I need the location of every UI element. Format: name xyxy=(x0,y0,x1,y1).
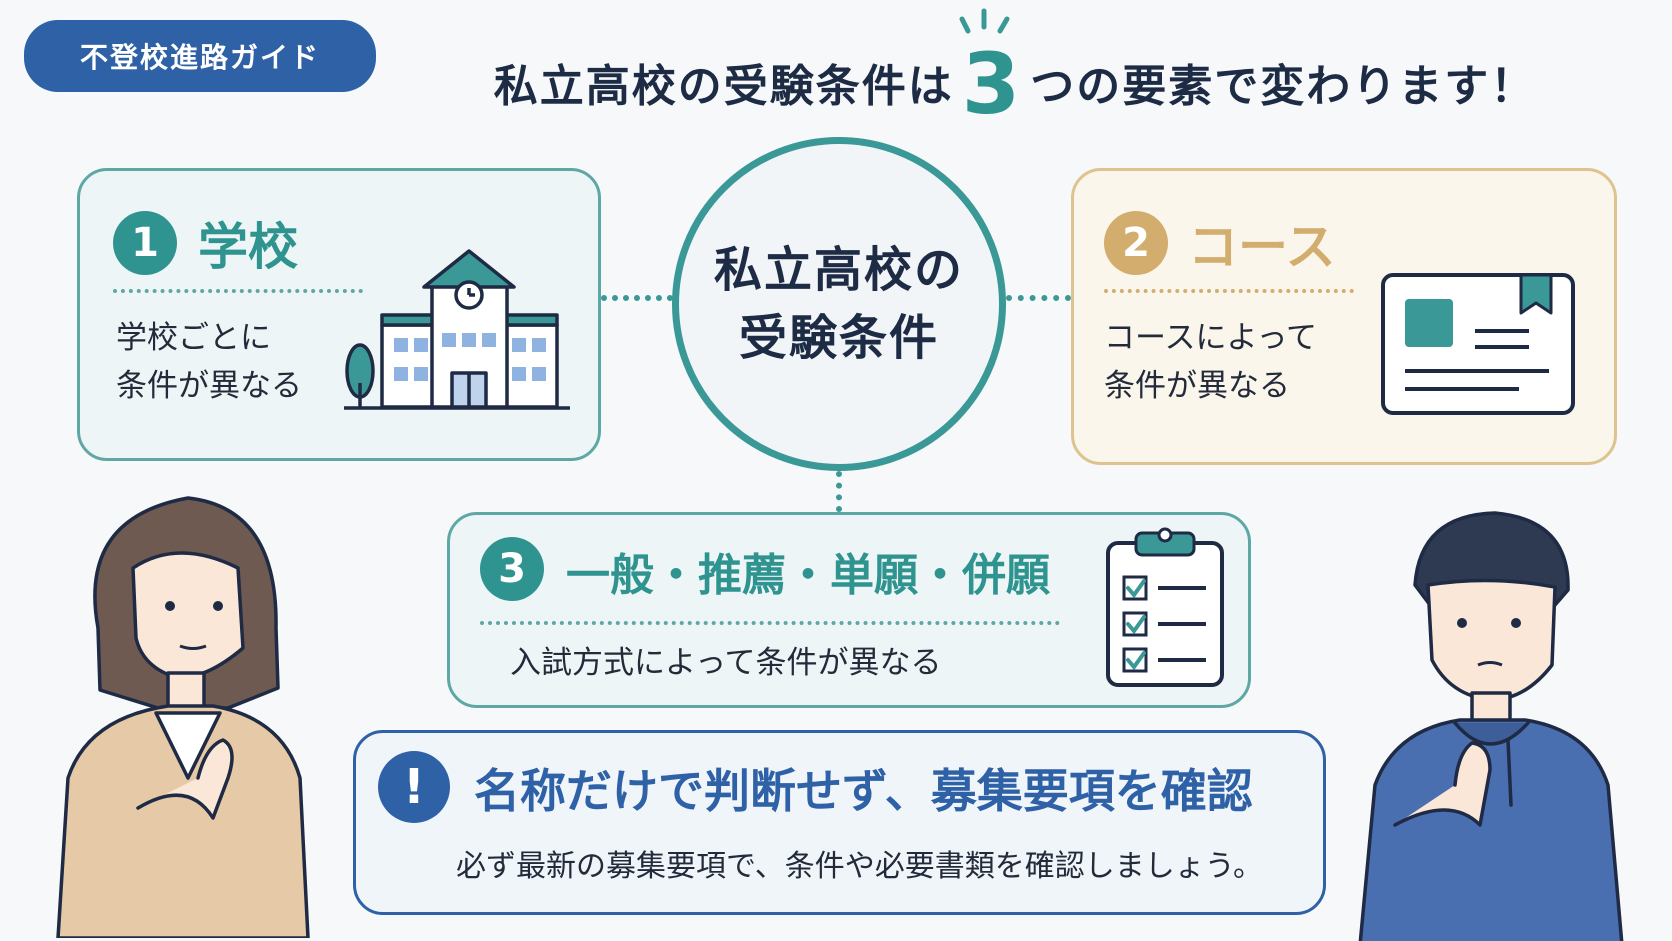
guide-badge: 不登校進路ガイド xyxy=(24,20,376,92)
method-card: 3 一般・推薦・単願・併願 入試方式によって条件が異なる xyxy=(447,512,1251,708)
connector-left xyxy=(601,295,673,301)
connector-right xyxy=(1006,295,1071,301)
center-circle: 私立高校の 受験条件 xyxy=(672,137,1006,471)
course-desc-line2: 条件が異なる xyxy=(1104,368,1290,404)
school-card: 1 学校 学校ごとに 条件が異なる xyxy=(77,168,601,461)
school-desc-line1: 学校ごとに xyxy=(116,320,271,356)
school-building-icon xyxy=(344,249,570,410)
school-desc-line2: 条件が異なる xyxy=(116,368,302,404)
alert-desc: 必ず最新の募集要項で、条件や必要書類を確認しましょう。 xyxy=(456,849,1263,884)
headline-before: 私立高校の受験条件は xyxy=(493,61,954,112)
center-line2: 受験条件 xyxy=(738,310,939,366)
course-desc: コースによって 条件が異なる xyxy=(1104,314,1317,410)
course-title: コース xyxy=(1188,218,1336,276)
course-desc-line1: コースによって xyxy=(1104,320,1317,356)
course-divider xyxy=(1104,289,1354,293)
headline-number: 3 xyxy=(959,8,1023,133)
connector-down xyxy=(836,471,842,512)
alert-card: ! 名称だけで判断せず、募集要項を確認 必ず最新の募集要項で、条件や必要書類を確… xyxy=(353,730,1326,915)
sparkle-icon xyxy=(959,8,1010,34)
school-desc: 学校ごとに 条件が異なる xyxy=(116,314,302,410)
course-document-icon xyxy=(1381,273,1575,415)
headline-after: つの要素で変わります！ xyxy=(1030,61,1537,112)
method-number: 3 xyxy=(480,537,544,601)
school-title: 学校 xyxy=(198,218,298,276)
woman-thinking-illustration xyxy=(56,496,310,938)
method-desc: 入試方式によって条件が異なる xyxy=(510,645,942,681)
course-number: 2 xyxy=(1104,211,1168,275)
headline: 私立高校の受験条件は 3 つの要素で変わります！ xyxy=(410,8,1620,142)
alert-title: 名称だけで判断せず、募集要項を確認 xyxy=(474,764,1253,818)
method-divider xyxy=(480,621,1060,625)
exclamation-icon: ! xyxy=(378,751,450,823)
boy-thinking-illustration xyxy=(1358,511,1624,941)
center-line1: 私立高校の xyxy=(713,242,964,298)
school-number: 1 xyxy=(113,211,177,275)
checklist-clipboard-icon xyxy=(1106,527,1224,687)
school-divider xyxy=(113,289,363,293)
method-title: 一般・推薦・単願・併願 xyxy=(566,550,1050,601)
headline-number-text: 3 xyxy=(961,35,1023,133)
course-card: 2 コース コースによって 条件が異なる xyxy=(1071,168,1617,465)
